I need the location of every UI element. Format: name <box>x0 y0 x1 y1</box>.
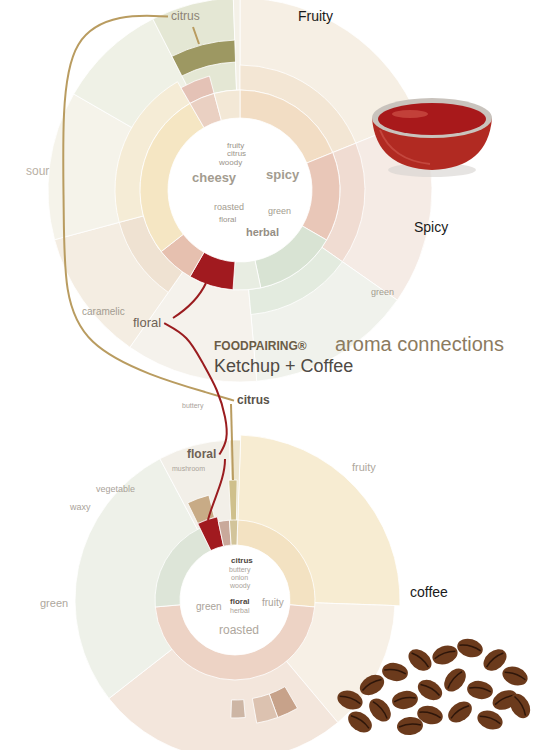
aroma-link <box>63 16 234 401</box>
wheel-segment <box>302 153 340 240</box>
aroma-label: green <box>196 601 222 612</box>
aroma-label: woody <box>219 159 242 168</box>
wheel-segment <box>155 528 211 607</box>
segment-name: floral <box>133 316 161 330</box>
segment-name: floral <box>187 448 216 461</box>
aroma-label: roasted <box>214 203 244 213</box>
wheel-segment <box>229 440 240 522</box>
segment-name: citrus <box>171 10 200 23</box>
wheel-segment <box>229 480 237 522</box>
wheel-segment <box>218 520 231 546</box>
wheel-segment <box>240 90 333 163</box>
link-stub <box>193 27 199 44</box>
coffee-beans <box>335 636 535 737</box>
aroma-segment: floral <box>186 448 217 461</box>
aroma-segment: floral <box>132 316 162 330</box>
dish-caption: coffee <box>410 585 448 600</box>
aroma-label: onion <box>231 574 248 582</box>
aroma-label: fruity <box>352 461 376 473</box>
wheel-segment <box>233 260 261 290</box>
diagram-title: Ketchup + Coffee <box>214 357 353 377</box>
aroma-label: sour <box>26 165 49 178</box>
dish-caption: Spicy <box>414 220 448 235</box>
aroma-segment: citrus <box>170 10 201 23</box>
aroma-label: herbal <box>246 226 279 238</box>
aroma-label: citrus <box>231 557 253 566</box>
aroma-segment: citrus <box>236 394 271 407</box>
aroma-label: vegetable <box>96 485 135 495</box>
wheel-segment <box>231 700 245 718</box>
wheel-segment <box>229 520 237 545</box>
aroma-label: floral <box>230 598 250 607</box>
link-stub <box>208 459 225 520</box>
aroma-label: spicy <box>266 168 299 182</box>
wheel-segment <box>238 435 400 606</box>
wheel-segment <box>155 605 314 680</box>
brand-tagline: aroma connections <box>335 333 504 355</box>
wheel-segment <box>214 90 240 120</box>
aroma-label: green <box>371 288 394 298</box>
aroma-label: caramelic <box>82 306 125 317</box>
aroma-label: roasted <box>219 624 259 637</box>
aroma-label: waxy <box>70 503 91 513</box>
aroma-label: floral <box>219 216 236 225</box>
link-stub <box>231 404 233 480</box>
wheel-segment <box>172 40 236 76</box>
aroma-label: mushroom <box>172 465 205 473</box>
wheel-segment <box>160 440 232 531</box>
ketchup-bowl <box>372 98 492 177</box>
wheel-segment <box>252 694 277 723</box>
aroma-label: green <box>40 597 68 609</box>
dish-caption: Fruity <box>298 9 333 24</box>
link-stub <box>173 283 206 318</box>
aroma-label: fruity <box>262 597 284 608</box>
aroma-label: cheesy <box>192 171 236 185</box>
aroma-label: woody <box>230 582 250 590</box>
aroma-label: citrus <box>227 150 246 159</box>
aroma-label: buttery <box>182 402 203 410</box>
aroma-label: herbal <box>230 607 249 615</box>
aroma-label: green <box>268 207 291 217</box>
aroma-label: buttery <box>229 566 250 574</box>
brand-name: FOODPAIRING® <box>214 340 307 353</box>
segment-name: citrus <box>237 394 270 407</box>
